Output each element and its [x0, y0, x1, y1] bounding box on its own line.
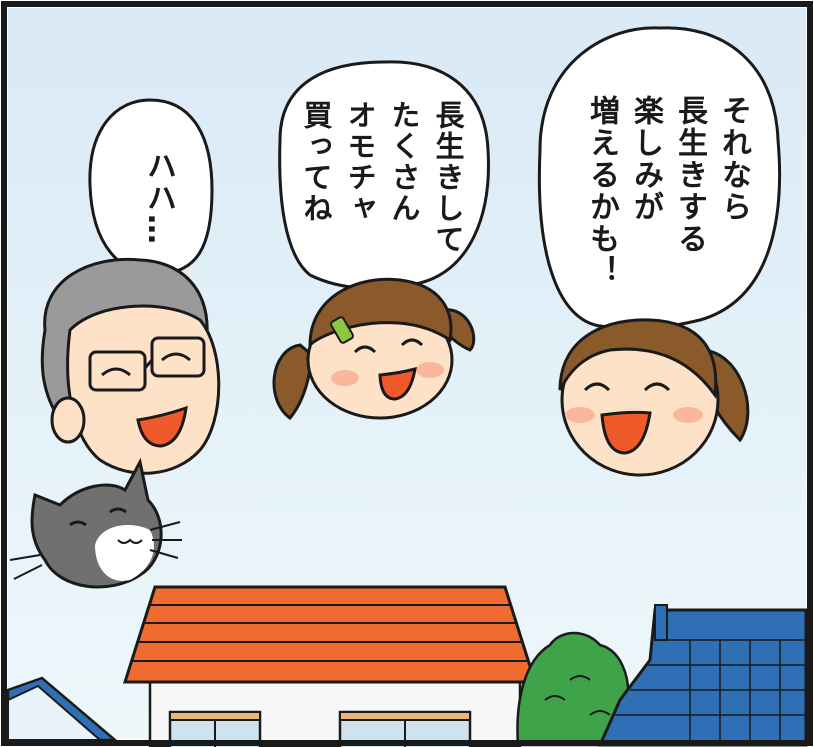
girl — [272, 277, 476, 421]
grandfather — [40, 257, 221, 475]
speech-text-mother: それなら 長生きする 楽しみが 増えるかも！ — [584, 95, 751, 287]
red-roof — [122, 585, 538, 684]
speech-text-grandfather: ハハ… — [141, 150, 176, 246]
mother — [558, 318, 750, 477]
speech-bubble-mother — [537, 26, 782, 330]
speech-text-girl: 長生きして たくさん オモチャ 買ってね — [299, 100, 465, 255]
cat — [9, 457, 182, 589]
speech-bubble-girl — [278, 60, 490, 290]
